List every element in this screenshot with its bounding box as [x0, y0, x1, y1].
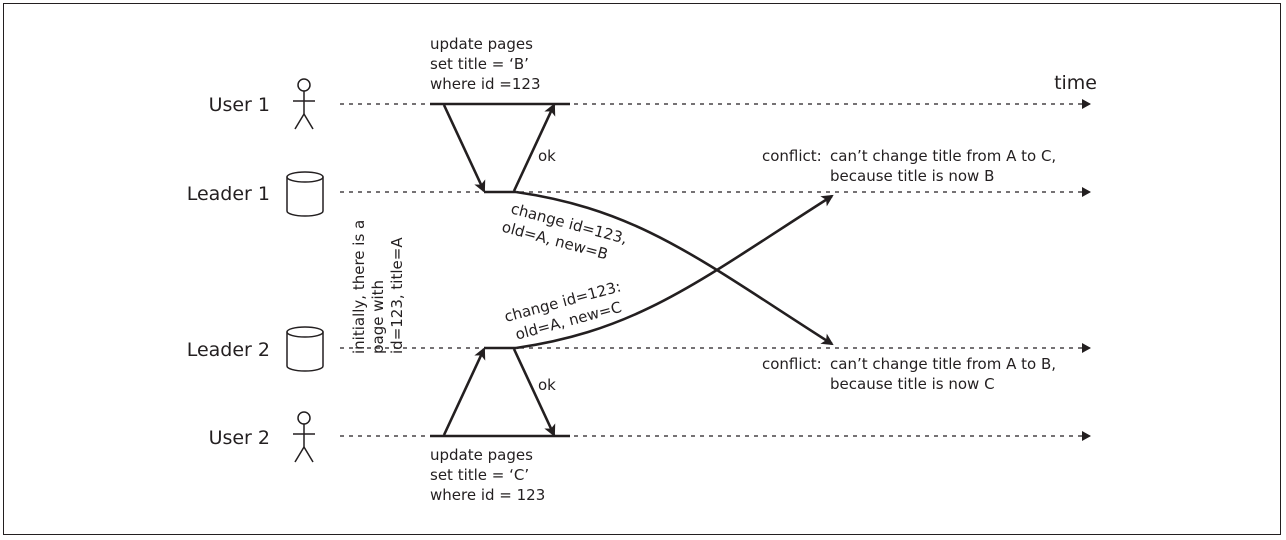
user-2-write-arrow	[442, 347, 486, 436]
leader-2-database-cylinder-icon	[286, 326, 324, 372]
conflict-prefix: conflict:	[762, 355, 822, 373]
actor-label-user-2: User 2	[209, 427, 270, 449]
replication-label-leader-1: change id=123, old=A, new=B	[500, 199, 629, 263]
query-line: where id = 123	[430, 486, 545, 504]
ok-label-leader-2: ok	[538, 376, 556, 394]
conflict-note-leader-2: conflict: can’t change title from A to B…	[762, 355, 1056, 393]
actor-label-user-1: User 1	[209, 94, 270, 116]
conflict-line: because title is now B	[830, 167, 994, 185]
time-axis-label: time	[1054, 72, 1097, 94]
replication-arrow-leader-2-to-leader-1	[515, 194, 834, 350]
replication-arrow-leader-1-to-leader-2	[515, 190, 834, 346]
conflict-line: can’t change title from A to C,	[830, 147, 1056, 165]
conflict-note-leader-1: conflict: can’t change title from A to C…	[762, 147, 1056, 185]
user-1-query-text: update pages set title = ‘B’ where id =1…	[430, 35, 541, 93]
initial-state-line: page with	[369, 280, 387, 354]
initial-state-note: initially, there is a page with id=123, …	[350, 220, 406, 354]
user-1-stick-figure-icon	[293, 78, 315, 130]
diagram-frame	[3, 3, 1281, 535]
actor-label-leader-2: Leader 2	[187, 339, 270, 361]
query-line: set title = ‘B’	[430, 55, 529, 73]
leader-1-database-cylinder-icon	[286, 171, 324, 217]
initial-state-line: initially, there is a	[350, 220, 368, 354]
actor-label-leader-1: Leader 1	[187, 183, 270, 205]
query-line: update pages	[430, 35, 533, 53]
query-line: update pages	[430, 446, 533, 464]
user-2-query-text: update pages set title = ‘C’ where id = …	[430, 446, 545, 504]
leader-2-ok-arrow	[512, 348, 556, 437]
leader-1-ok-arrow	[512, 103, 556, 192]
conflict-line: can’t change title from A to B,	[830, 355, 1056, 373]
replication-label-leader-2: change id=123: old=A, new=C	[502, 277, 623, 343]
user-1-write-arrow	[442, 104, 486, 193]
conflict-line: because title is now C	[830, 375, 995, 393]
initial-state-line: id=123, title=A	[388, 237, 406, 354]
query-line: where id =123	[430, 75, 541, 93]
ok-label-leader-1: ok	[538, 147, 556, 165]
query-line: set title = ‘C’	[430, 466, 529, 484]
conflict-prefix: conflict:	[762, 147, 822, 165]
user-2-stick-figure-icon	[293, 411, 315, 463]
